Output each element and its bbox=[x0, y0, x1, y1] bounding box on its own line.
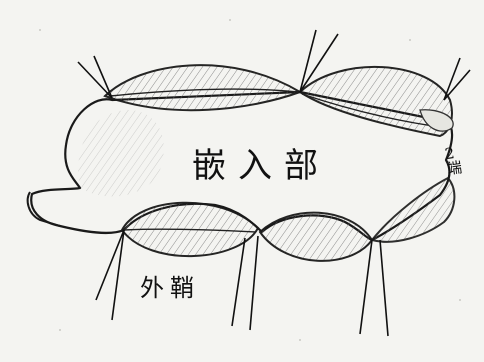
leaf-bottom-middle bbox=[260, 213, 372, 261]
leaf-bottom-right bbox=[372, 178, 454, 242]
thread-top-right-2 bbox=[444, 70, 470, 100]
leaf-top-left bbox=[105, 65, 300, 110]
thread-bottom-middle-1 bbox=[232, 238, 245, 326]
thread-top-left-2 bbox=[94, 56, 112, 98]
thread-top-right-1 bbox=[444, 58, 460, 100]
thread-top-left-1 bbox=[78, 62, 112, 98]
thread-bottom-right-1 bbox=[360, 240, 372, 334]
thread-bottom-right-2 bbox=[380, 240, 388, 336]
body-shading bbox=[78, 110, 164, 196]
outer-sheath-label: 外鞘 bbox=[140, 268, 200, 303]
embedded-part-label: 嵌入部 bbox=[192, 138, 330, 187]
thread-bottom-middle-2 bbox=[250, 236, 258, 330]
